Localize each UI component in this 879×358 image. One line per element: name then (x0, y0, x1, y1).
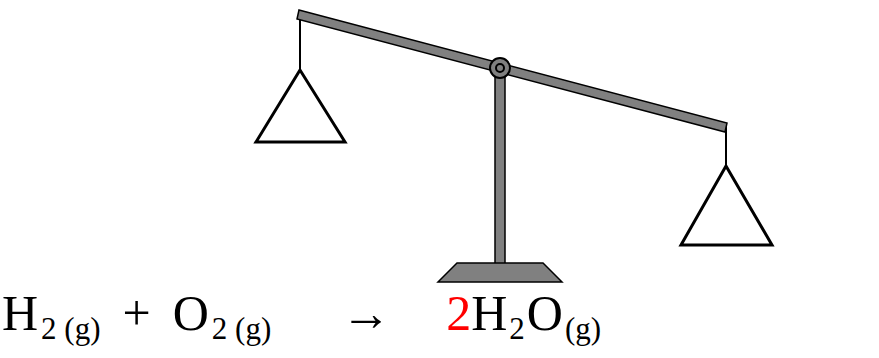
element-symbol: O (527, 288, 563, 338)
element-symbol: O (173, 288, 209, 338)
scale-pan (256, 70, 345, 142)
subscript: 2 (g) (212, 313, 271, 344)
plus-sign: + (123, 288, 151, 338)
subscript: 2 (g) (41, 313, 100, 344)
pan-string (299, 18, 301, 70)
coefficient: 2 (446, 288, 471, 338)
chemical-equation: H2 (g)+O2 (g)→2H2O(g) (2, 288, 601, 338)
reaction-arrow: → (341, 288, 391, 338)
scale-pan (681, 166, 772, 245)
element-symbol: H (471, 288, 507, 338)
pivot (490, 58, 510, 78)
subscript: 2 (509, 313, 525, 344)
scale-base (438, 263, 562, 282)
scale-beam (297, 10, 727, 132)
pivot (496, 64, 504, 72)
element-symbol: H (2, 288, 38, 338)
scale-post (495, 72, 505, 264)
state-symbol: (g) (565, 313, 601, 344)
